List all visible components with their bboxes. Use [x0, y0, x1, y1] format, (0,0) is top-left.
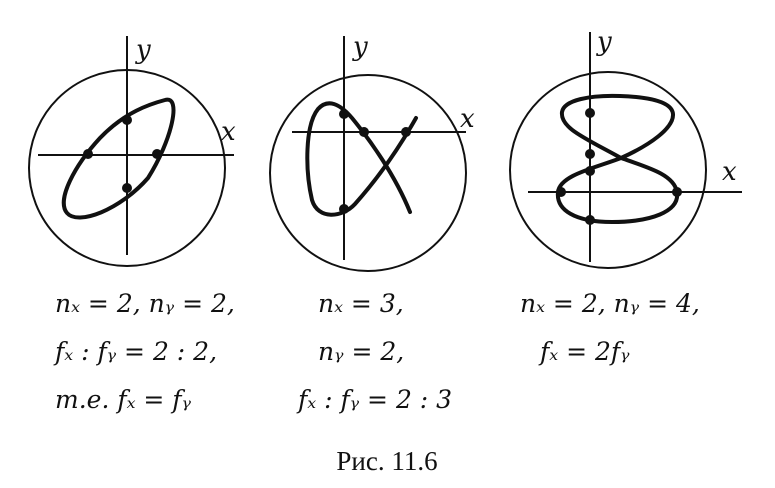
- lissajous-curve-1: [61, 97, 176, 220]
- y-axis-label-1: y: [135, 35, 151, 65]
- intersection-point: [556, 187, 566, 197]
- intersection-point: [359, 127, 369, 137]
- panel-3-condition-line-2: fₓ = 2fᵧ: [538, 337, 630, 366]
- y-axis-label-3: y: [596, 27, 612, 57]
- intersection-point: [672, 187, 682, 197]
- intersection-point: [585, 166, 595, 176]
- intersection-point: [585, 215, 595, 225]
- intersection-point: [122, 183, 132, 193]
- oscilloscope-screen-2: [269, 74, 467, 272]
- panel-3: y x: [509, 27, 742, 269]
- panel-2-condition-line-3: fₓ : fᵧ = 2 : 3: [296, 385, 452, 414]
- panel-1-condition-line-1: nₓ = 2, nᵧ = 2,: [55, 289, 235, 318]
- x-axis-label-2: x: [460, 104, 475, 134]
- panel-2-condition-line-1: nₓ = 3,: [318, 289, 404, 318]
- panel-1-condition-line-2: fₓ : fᵧ = 2 : 2,: [53, 337, 217, 366]
- intersection-point: [339, 204, 349, 214]
- intersection-point: [401, 127, 411, 137]
- intersection-point: [122, 115, 132, 125]
- intersection-point: [339, 109, 349, 119]
- y-axis-label-2: y: [352, 32, 368, 62]
- lissajous-curve-3: [555, 93, 680, 224]
- lissajous-curve-2: [305, 101, 418, 217]
- intersection-point: [83, 149, 93, 159]
- intersection-point: [585, 108, 595, 118]
- intersection-point: [585, 149, 595, 159]
- x-axis-label-1: x: [221, 117, 236, 147]
- panel-3-condition-line-1: nₓ = 2, nᵧ = 4,: [520, 289, 700, 318]
- intersection-point: [152, 149, 162, 159]
- oscilloscope-screen-3: [509, 71, 707, 269]
- panel-1: y x: [28, 35, 236, 267]
- figure-caption: Рис. 11.6: [336, 446, 437, 476]
- panel-1-condition-line-3: т.е. fₓ = fᵧ: [55, 385, 192, 414]
- panel-2-condition-line-2: nᵧ = 2,: [318, 337, 404, 366]
- x-axis-label-3: x: [722, 157, 737, 187]
- panel-2: y x: [269, 32, 475, 272]
